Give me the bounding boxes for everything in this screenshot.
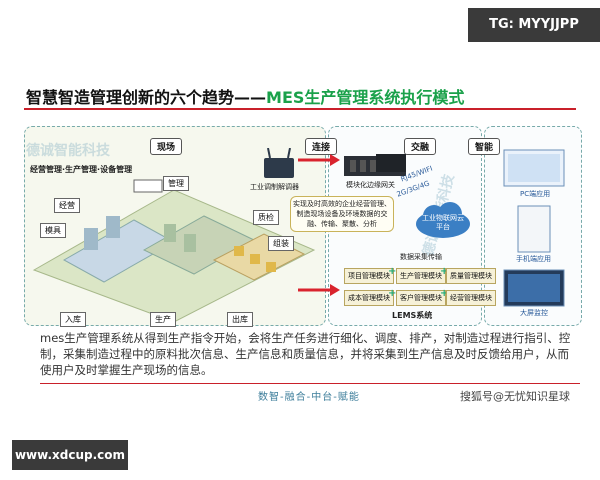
factory-title: 经营管理·生产管理·设备管理: [30, 165, 133, 174]
header-connect: 连接: [305, 138, 338, 155]
footer-tagline: 数智-融合-中台-赋能: [258, 392, 360, 403]
app-pc-label: PC端应用: [520, 190, 551, 198]
label-management: 管理: [163, 176, 189, 191]
header-smart: 智能: [468, 138, 501, 155]
module-project: 项目管理模块: [344, 268, 394, 284]
plus-icon: +: [440, 266, 449, 277]
title-underline: [24, 108, 576, 110]
gateway-device-icon: [264, 148, 294, 178]
module-production: 生产管理模块: [396, 268, 446, 284]
watermark-bottom: www.xdcup.com: [12, 440, 128, 470]
header-site: 现场: [150, 138, 183, 155]
collect-label: 数据采集传输: [400, 253, 442, 261]
description-text: mes生产管理系统从得到生产指令开始，会将生产任务进行细化、调度、排产，对制造过…: [40, 331, 571, 377]
module-cost: 成本管理模块: [344, 290, 394, 306]
plus-icon: +: [440, 288, 449, 299]
label-inbound: 入库: [60, 312, 86, 327]
label-mold: 模具: [40, 223, 66, 238]
cloud-label: 工业物联网云平台: [422, 214, 464, 231]
red-arrows: [298, 154, 340, 296]
apps-illustration: [503, 149, 565, 307]
module-customer: 客户管理模块: [396, 290, 446, 306]
plus-icon: +: [388, 288, 397, 299]
app-bigscreen-label: 大屏监控: [520, 309, 548, 317]
source-credit: 搜狐号@无忧知识星球: [460, 390, 570, 403]
title-prefix: 智慧智造管理创新的六个趋势——: [26, 88, 267, 107]
switch-icon: [376, 154, 406, 172]
gateway-label: 工业调制解调器: [250, 183, 299, 191]
label-qc: 质检: [253, 210, 279, 225]
factory-illustration: [32, 179, 316, 323]
label-operation: 经营: [54, 198, 80, 213]
brand-watermark: 德诚智能科技: [26, 143, 110, 159]
label-production: 生产: [150, 312, 176, 327]
header-exchange: 交融: [404, 138, 437, 155]
label-outbound: 出库: [227, 312, 253, 327]
realtime-note: 实现及时高效的企业经营管理、制造现场设备及环境数据的交融、传输、聚散、分析: [290, 196, 394, 232]
cloud-icon: [416, 202, 470, 238]
plus-icon: +: [388, 266, 397, 277]
app-mobile-label: 手机端应用: [516, 255, 551, 263]
description-underline: [40, 383, 580, 384]
title-highlight: MES生产管理系统执行模式: [266, 88, 465, 107]
page-title: 智慧智造管理创新的六个趋势——MES生产管理系统执行模式: [26, 84, 464, 108]
label-assembly: 组装: [268, 236, 294, 251]
module-business: 经营管理模块: [446, 290, 496, 306]
module-quality: 质量管理模块: [446, 268, 496, 284]
lems-label: LEMS系统: [392, 311, 433, 320]
watermark-top: TG: MYYJJPP: [468, 8, 600, 42]
module-label: 模块化边缘网关: [346, 181, 395, 189]
